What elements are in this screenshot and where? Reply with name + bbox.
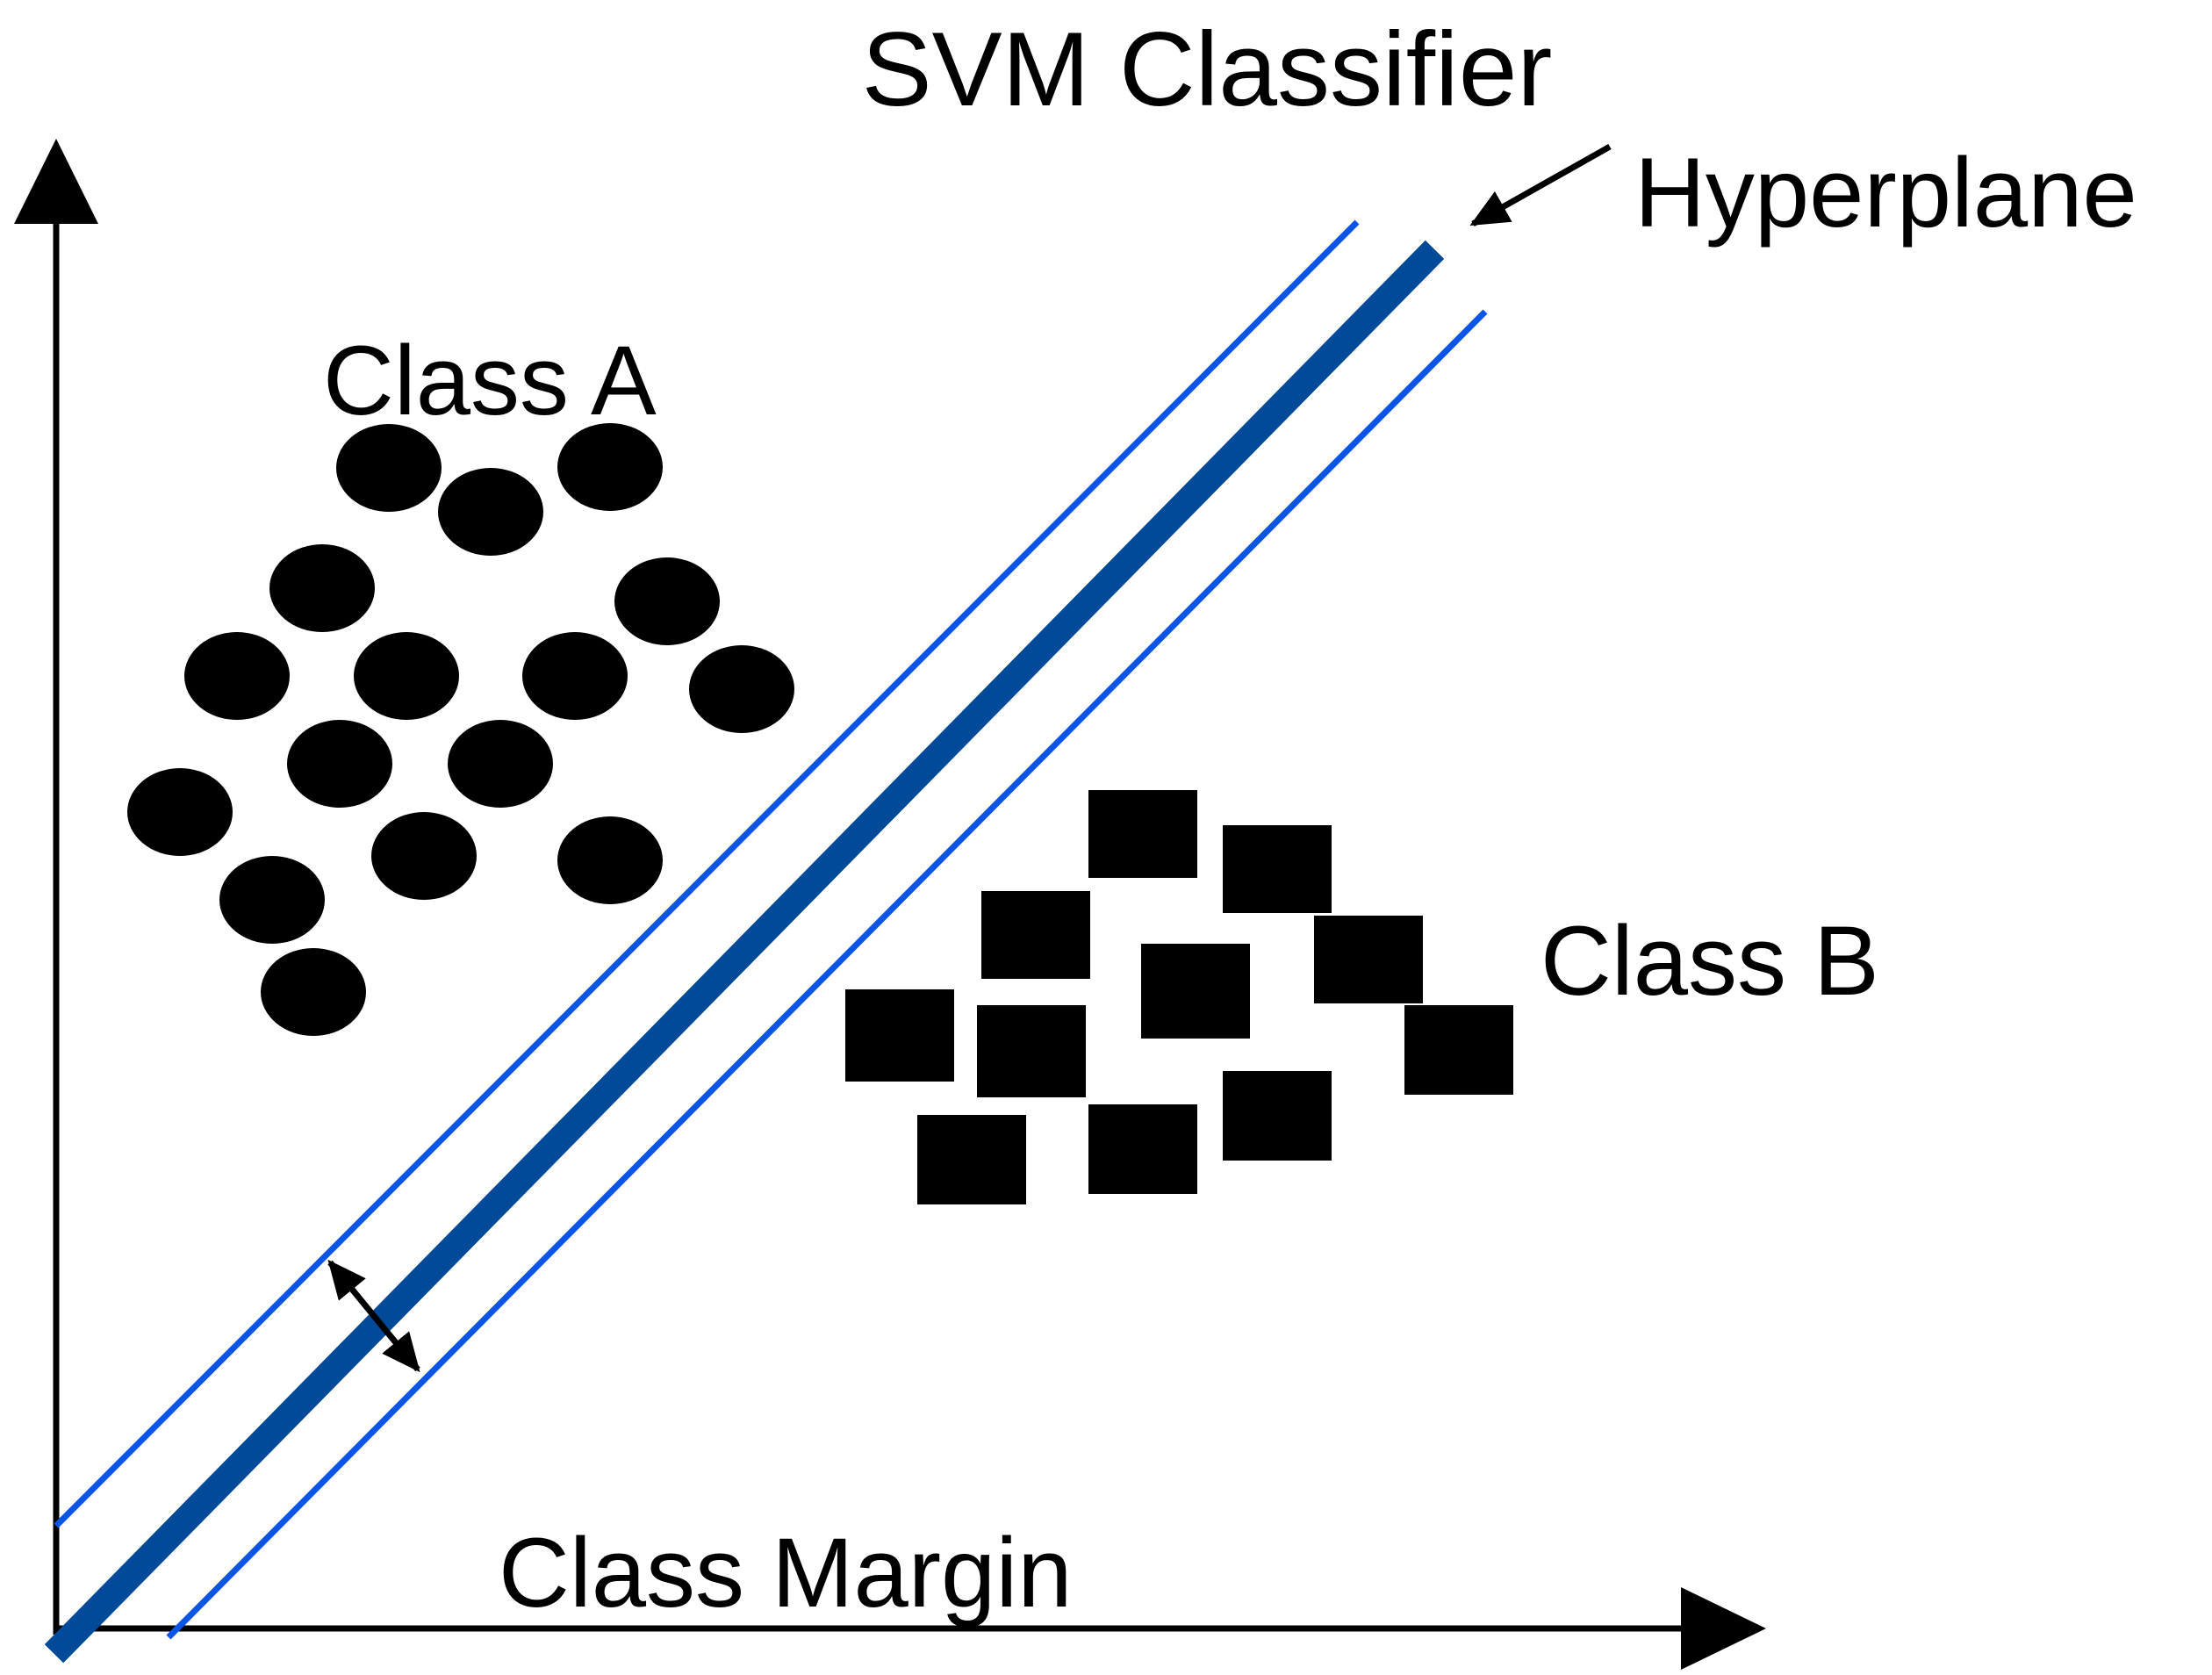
class-b-point [845,989,954,1082]
class-b-point [1314,916,1423,1003]
class-a-point [448,720,553,808]
lower-margin-line [166,309,1488,1640]
class-a-point [336,424,442,512]
class-margin-label: Class Margin [499,1518,1073,1628]
hyperplane-label: Hyperplane [1634,138,2137,248]
class-b-point [977,1005,1086,1097]
upper-margin-line [54,219,1360,1528]
margin-double-arrow-icon [327,1259,420,1373]
class-a-point [522,632,628,720]
class-a-point [557,423,663,511]
y-axis-arrowhead [14,139,98,224]
class-b-point [917,1115,1026,1204]
class-b-point [1223,1071,1332,1161]
class-b-points [845,790,1513,1204]
class-a-point [438,468,543,556]
class-b-point [1141,944,1250,1039]
class-a-points [127,423,794,1036]
class-a-point [184,632,290,720]
class-a-point [557,816,663,904]
class-a-point [689,645,794,733]
class-a-point [261,948,366,1036]
decision-boundary [44,219,1488,1664]
class-b-point [1404,1005,1513,1095]
class-a-point [371,812,477,900]
class-a-point [219,856,325,944]
hyperplane-line [44,240,1445,1664]
class-b-label: Class B [1540,906,1879,1016]
class-a-label: Class A [323,326,657,435]
class-b-point [981,891,1090,979]
class-a-point [269,544,375,632]
class-b-point [1088,1104,1197,1194]
axes [14,139,1766,1670]
diagram-title: SVM Classifier [862,11,1553,128]
class-a-point [287,720,392,808]
class-b-point [1088,790,1197,878]
class-a-point [127,768,233,856]
class-a-point [614,557,720,645]
class-a-point [354,632,459,720]
class-b-point [1223,825,1332,913]
hyperplane-pointer-arrow-icon [1469,143,1612,227]
x-axis-arrowhead [1681,1587,1766,1670]
